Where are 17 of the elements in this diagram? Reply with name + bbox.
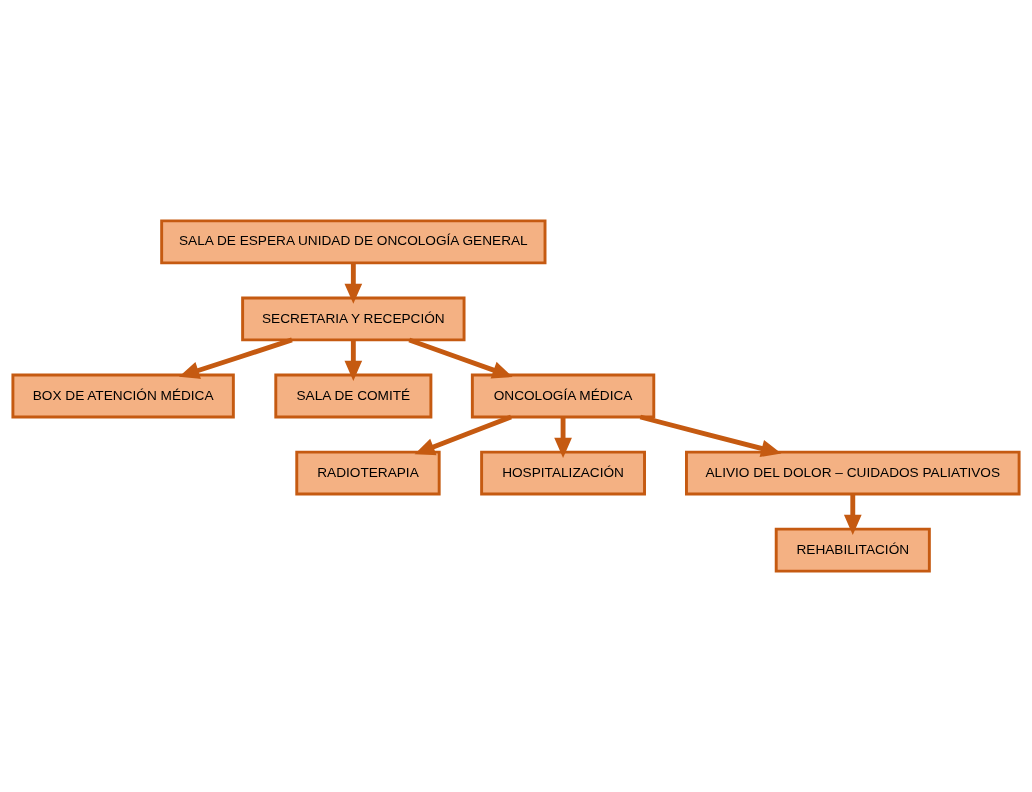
arrow <box>554 417 572 458</box>
node-box: REHABILITACIÓN <box>774 527 931 573</box>
node-box: HOSPITALIZACIÓN <box>480 450 646 496</box>
arrow <box>639 414 782 458</box>
node-box: SALA DE COMITÉ <box>274 373 433 419</box>
arrow <box>344 262 363 304</box>
arrow <box>178 337 293 379</box>
node-box: SECRETARIA Y RECEPCIÓN <box>241 296 466 342</box>
arrow <box>843 494 862 536</box>
node-box: SALA DE ESPERA UNIDAD DE ONCOLOGÍA GENERAL <box>160 219 547 265</box>
node-box: RADIOTERAPIA <box>295 450 441 496</box>
arrow <box>408 337 513 379</box>
node-box: ONCOLOGÍA MÉDICA <box>470 373 656 419</box>
node-box: BOX DE ATENCIÓN MÉDICA <box>11 373 235 419</box>
arrow <box>344 340 363 381</box>
node-box: ALIVIO DEL DOLOR – CUIDADOS PALIATIVOS <box>685 450 1021 496</box>
arrow <box>414 414 512 456</box>
